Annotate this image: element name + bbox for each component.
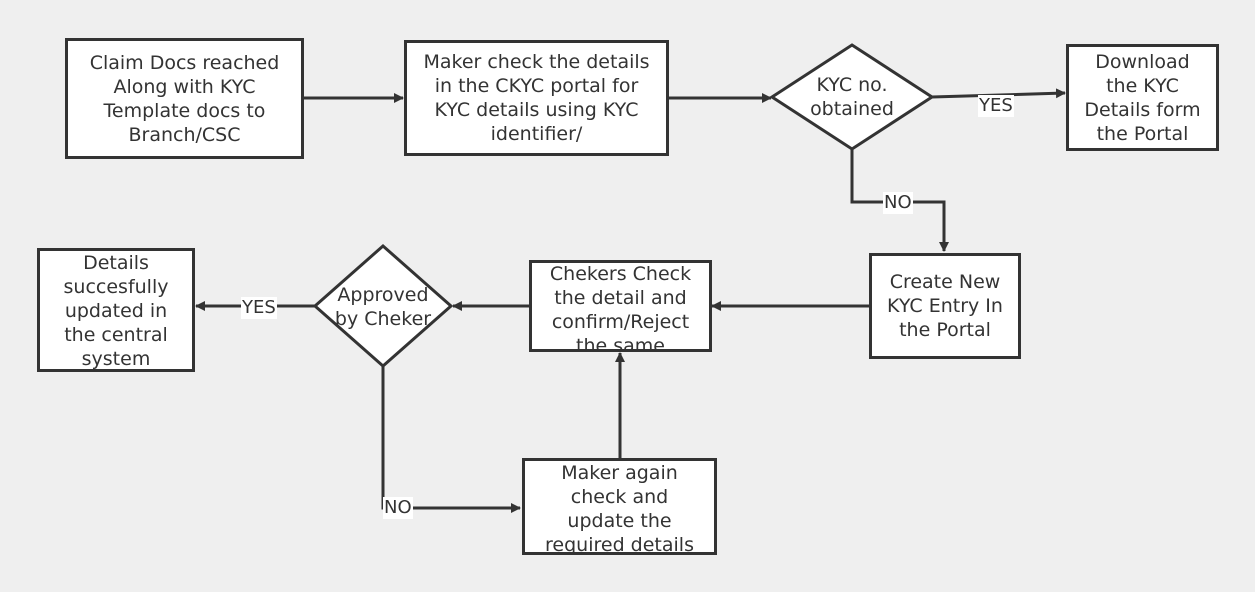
details-updated-label: Details succesfully updated in the centr… [63, 252, 169, 370]
claim-docs-label: Claim Docs reached Along with KYC Templa… [89, 51, 280, 146]
maker-check-label: Maker check the details in the CKYC port… [423, 51, 650, 145]
download-kyc-box: Download the KYC Details form the Portal [1066, 44, 1219, 151]
maker-again-box: Maker again check and update the require… [522, 458, 717, 555]
approved-by-checker-label: Approved by Cheker [334, 284, 432, 330]
arrow-approved-no-to-maker-again [381, 366, 521, 513]
claim-docs-box: Claim Docs reached Along with KYC Templa… [65, 38, 304, 159]
download-kyc-label: Download the KYC Details form the Portal [1084, 50, 1201, 145]
approved-no-label: NO [383, 497, 413, 519]
create-new-kyc-box: Create New KYC Entry In the Portal [869, 253, 1021, 359]
maker-again-label: Maker again check and update the require… [545, 462, 694, 555]
kyc-no-label: NO [883, 192, 913, 214]
approved-yes-label: YES [241, 297, 277, 319]
checkers-check-label: Chekers Check the detail and confirm/Rej… [549, 263, 692, 352]
kyc-yes-label: YES [978, 95, 1014, 117]
checkers-check-box: Chekers Check the detail and confirm/Rej… [529, 260, 712, 352]
kyc-obtained-label: KYC no. obtained [810, 74, 894, 120]
maker-check-box: Maker check the details in the CKYC port… [404, 40, 669, 156]
details-updated-box: Details succesfully updated in the centr… [37, 248, 195, 372]
create-new-kyc-label: Create New KYC Entry In the Portal [887, 271, 1003, 341]
